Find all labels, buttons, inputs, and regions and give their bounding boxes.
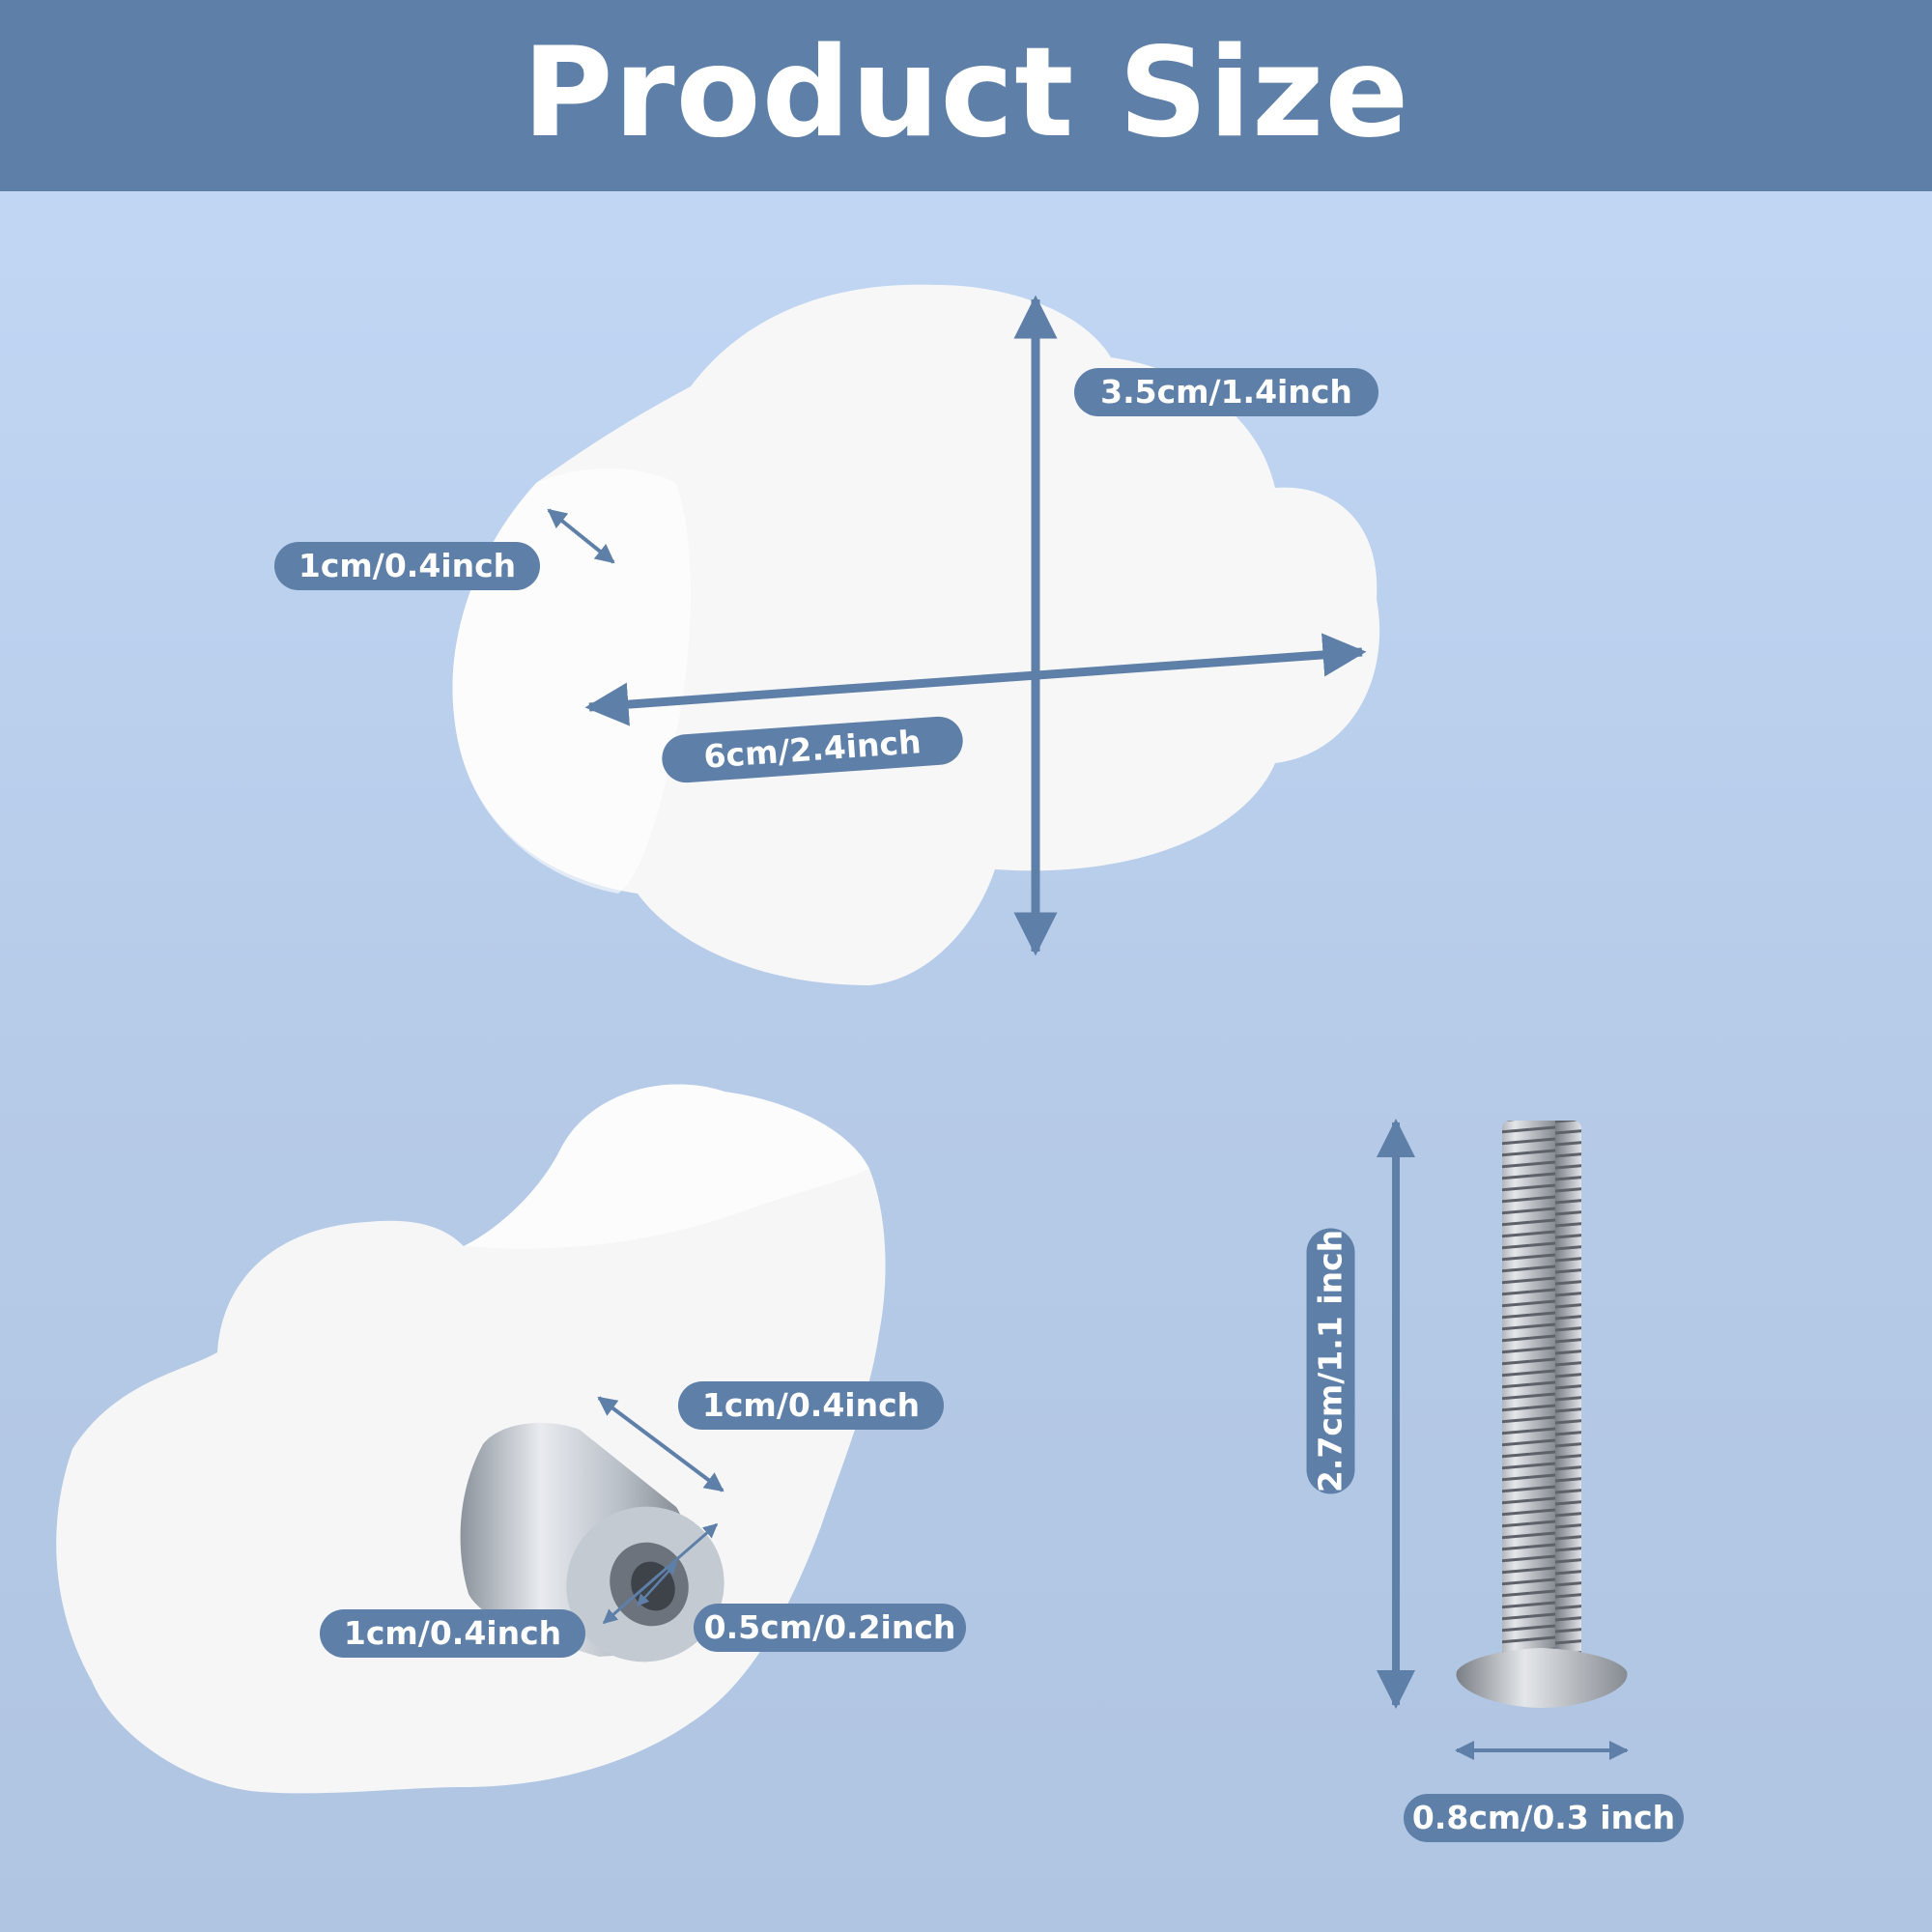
base-length-arrow bbox=[597, 1396, 724, 1492]
cloud-knob-back bbox=[56, 1084, 886, 1794]
title-banner: Product Size bbox=[0, 0, 1932, 191]
screw bbox=[1456, 1121, 1628, 1708]
width-arrow bbox=[584, 633, 1367, 726]
height-label: 3.5cm/1.4inch bbox=[1074, 368, 1378, 416]
screw-length-label: 2.7cm/1.1 inch bbox=[1306, 1228, 1355, 1494]
hole-diameter-arrow bbox=[637, 1562, 677, 1606]
depth-arrow bbox=[547, 508, 615, 564]
screw-head-label: 0.8cm/0.3 inch bbox=[1404, 1794, 1684, 1842]
hole-diameter-label: 0.5cm/0.2inch bbox=[694, 1604, 966, 1652]
base-length-label: 1cm/0.4inch bbox=[678, 1381, 944, 1430]
depth-label: 1cm/0.4inch bbox=[274, 542, 540, 590]
page-title: Product Size bbox=[522, 21, 1410, 165]
base-diameter-label: 1cm/0.4inch bbox=[320, 1609, 585, 1658]
